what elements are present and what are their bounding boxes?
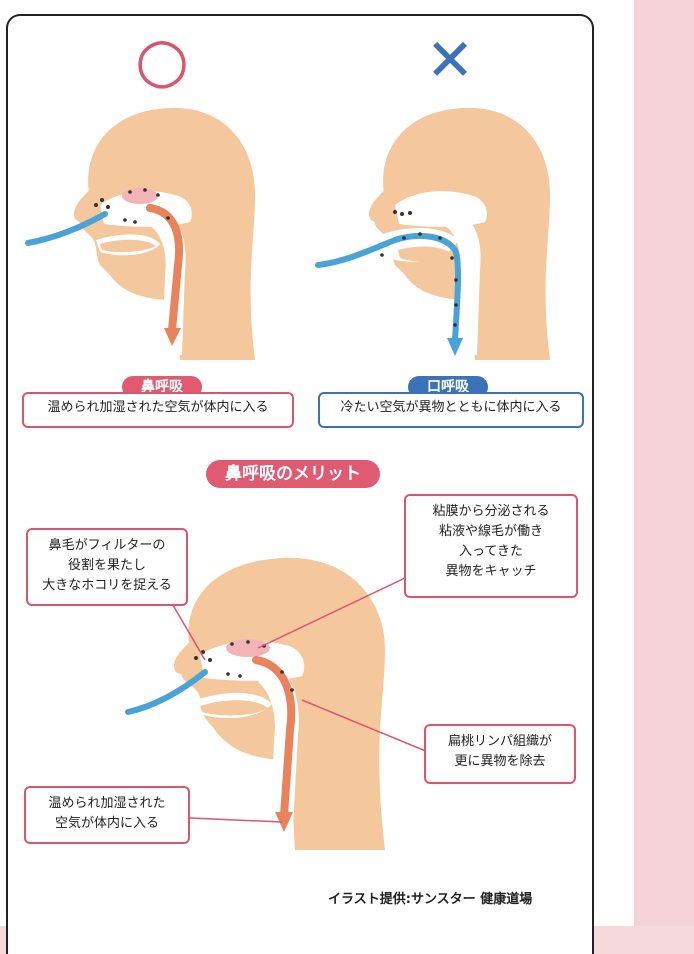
- merit-tongue: [200, 700, 268, 716]
- background-band: [632, 0, 694, 926]
- merit-pointer-lines: [169, 577, 429, 823]
- merit-mucosa: [226, 639, 270, 657]
- callout-nose-hair-line: 大きなホコリを捉える: [42, 578, 172, 593]
- good-air-cold: [25, 211, 108, 246]
- good-caption: 温められ加湿された空気が体内に入る: [22, 392, 294, 428]
- callout-mucus-line: 入ってきた: [459, 544, 523, 559]
- merit-air-arrowhead: [275, 812, 293, 832]
- background-gap: [618, 0, 634, 926]
- callout-nose-hair-line: 役割を果たし: [67, 558, 146, 573]
- illustration-svg: [25, 107, 550, 850]
- good-debris: [94, 188, 170, 224]
- callout-mucus-line: 異物をキャッチ: [445, 564, 537, 579]
- illustration-credit: イラスト提供:サンスター 健康道場: [328, 892, 533, 907]
- good-air-arrowhead: [164, 328, 181, 346]
- callout-mucus-line: 粘膜から分泌される: [432, 504, 550, 519]
- bad-tongue: [398, 246, 452, 262]
- callout-warm-air-line: 温められ加湿された: [48, 796, 166, 811]
- bad-head-illustration: [315, 107, 550, 360]
- good-mucosa: [122, 188, 158, 204]
- merit-nose: [173, 640, 200, 675]
- good-head-illustration: [25, 107, 255, 360]
- good-symbol: ○: [134, 23, 190, 96]
- good-nose: [73, 188, 100, 223]
- callout-tonsil: 扁桃リンパ組織が 更に異物を除去: [424, 724, 576, 784]
- merit-air-warm: [252, 656, 296, 819]
- bad-caption: 冷たい空気が異物とともに体内に入る: [318, 392, 584, 428]
- illustration-card: ○ ✕ 鼻呼吸 口呼吸 温められ加湿された空気が体内に入る 冷たい空気が異物とと…: [0, 0, 620, 954]
- bad-nose: [368, 188, 395, 223]
- callout-nose-hair: 鼻毛がフィルターの 役割を果たし 大きなホコリを捉える: [26, 528, 188, 606]
- bad-debris: [380, 210, 458, 327]
- good-tongue: [100, 239, 156, 253]
- callout-tonsil-line: 更に異物を除去: [454, 754, 546, 769]
- callout-mucus: 粘膜から分泌される 粘液や線毛が働き 入ってきた 異物をキャッチ: [404, 494, 578, 598]
- callout-tonsil-line: 扁桃リンパ組織が: [447, 734, 552, 749]
- merit-head-illustration: [125, 557, 429, 850]
- merit-air-cold: [125, 669, 208, 715]
- callout-mucus-line: 粘液や線毛が働き: [438, 524, 543, 539]
- callout-warm-air: 温められ加湿された 空気が体内に入る: [24, 786, 190, 844]
- callout-warm-air-line: 空気が体内に入る: [54, 816, 159, 831]
- bad-throat: [445, 215, 481, 355]
- bad-air-arrowhead: [447, 338, 463, 356]
- bad-symbol: ✕: [425, 26, 475, 94]
- merit-title: 鼻呼吸のメリット: [206, 460, 380, 488]
- bad-air-cold: [315, 232, 462, 343]
- good-air-warm: [146, 204, 183, 334]
- callout-nose-hair-line: 鼻毛がフィルターの: [48, 538, 166, 553]
